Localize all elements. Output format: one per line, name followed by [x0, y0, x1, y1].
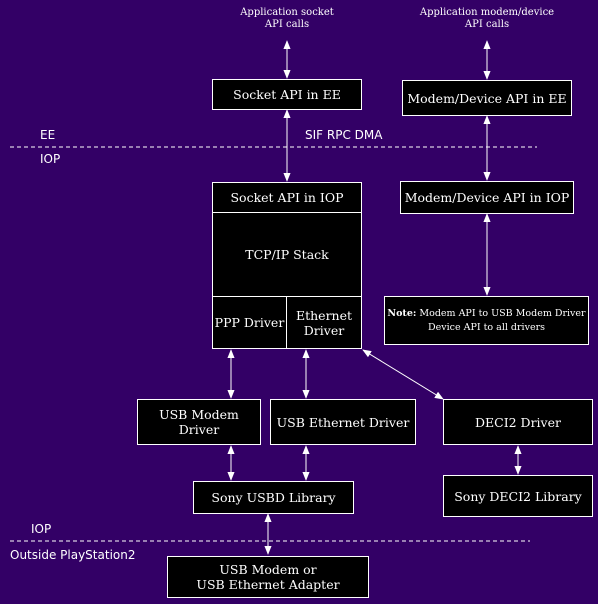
app-modem-caption: Application modem/device API calls	[419, 7, 555, 30]
iop-label-top: IOP	[40, 152, 61, 166]
sif-rpc-dma-label: SIF RPC DMA	[305, 128, 383, 142]
modem-api-iop-text: Modem/Device API in IOP	[404, 190, 570, 205]
ethernet-driver-box: Ethernet Driver	[286, 296, 362, 349]
usb-adapter-box: USB Modem or USB Ethernet Adapter	[167, 556, 369, 598]
note-line-2: Device API to all drivers	[427, 321, 545, 333]
modem-api-ee-box: Modem/Device API in EE	[402, 80, 572, 116]
sony-usbd-library-box: Sony USBD Library	[193, 481, 354, 514]
socket-api-ee-text: Socket API in EE	[233, 87, 341, 102]
usb-ethernet-driver-box: USB Ethernet Driver	[270, 399, 416, 445]
note-bold-label: Note:	[387, 307, 417, 319]
usb-modem-driver-box: USB Modem Driver	[137, 399, 261, 445]
note-box: Note: Modem API to USB Modem Driver Devi…	[384, 296, 589, 345]
socket-api-iop-box: Socket API in IOP	[212, 182, 362, 213]
ee-label: EE	[40, 128, 56, 142]
ppp-driver-text: PPP Driver	[214, 315, 285, 330]
sony-usbd-library-text: Sony USBD Library	[211, 490, 336, 505]
usb-adapter-text: USB Modem or USB Ethernet Adapter	[196, 562, 340, 592]
tcpip-stack-box: TCP/IP Stack	[212, 212, 362, 297]
arrow-ethernet-to-deci2	[362, 349, 444, 400]
sony-deci2-library-text: Sony DECI2 Library	[454, 488, 582, 504]
ethernet-driver-text: Ethernet Driver	[295, 307, 353, 338]
modem-api-ee-text: Modem/Device API in EE	[407, 90, 567, 106]
modem-api-iop-box: Modem/Device API in IOP	[400, 181, 574, 214]
note-line-1-text: Modem API to USB Modem Driver	[416, 307, 586, 319]
usb-modem-driver-text: USB Modem Driver	[159, 407, 239, 437]
outside-playstation2-label: Outside PlayStation2	[10, 548, 136, 562]
note-line-1: Note: Modem API to USB Modem Driver	[387, 307, 585, 321]
deci2-driver-box: DECI2 Driver	[443, 399, 593, 445]
usb-ethernet-driver-text: USB Ethernet Driver	[276, 414, 410, 430]
tcpip-stack-text: TCP/IP Stack	[245, 247, 329, 262]
deci2-driver-text: DECI2 Driver	[474, 414, 561, 430]
sony-deci2-library-box: Sony DECI2 Library	[443, 475, 593, 517]
ppp-driver-box: PPP Driver	[212, 296, 287, 349]
app-socket-caption: Application socket API calls	[240, 7, 334, 30]
iop-label-bottom: IOP	[31, 522, 52, 536]
socket-api-iop-text: Socket API in IOP	[230, 190, 344, 205]
socket-api-ee-box: Socket API in EE	[212, 79, 362, 110]
